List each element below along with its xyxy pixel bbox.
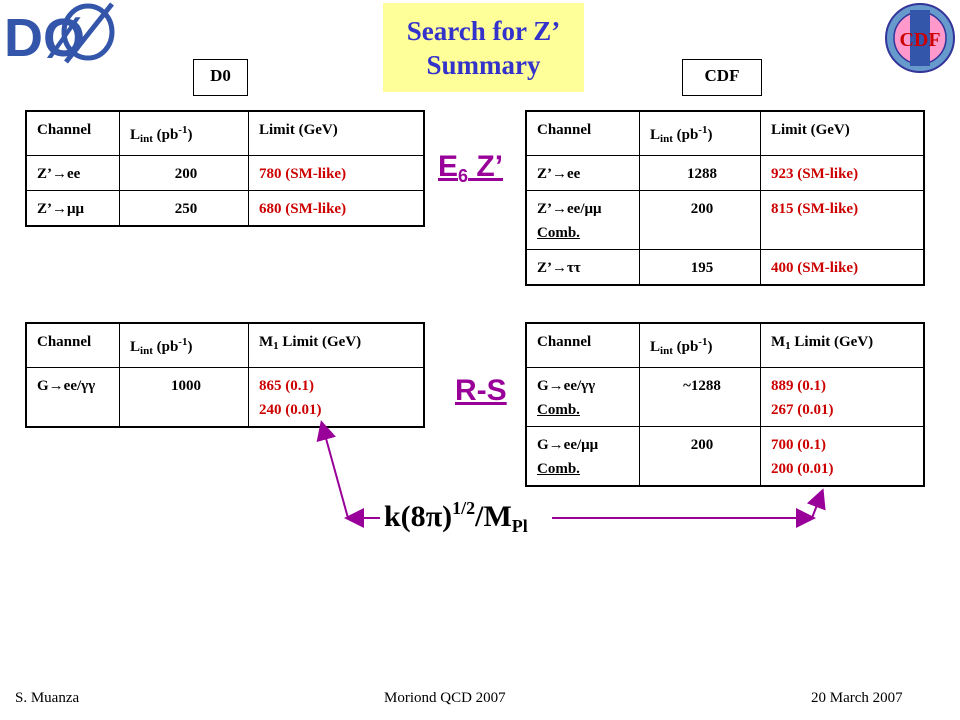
channel-cell: Z’→ττ — [525, 249, 640, 286]
header-channel: Channel — [525, 322, 640, 368]
header-lint: Lint (pb-1) — [639, 322, 761, 368]
table-header-row: Channel Lint (pb-1) M1 Limit (GeV) — [525, 322, 925, 368]
limit-cell: 700 (0.1)200 (0.01) — [760, 426, 925, 487]
header-lint: Lint (pb-1) — [119, 322, 249, 368]
arrow-to-d0-table — [316, 420, 349, 519]
channel-cell: G→ee/γγ — [25, 367, 120, 428]
table-row: Z’→ee 1288 923 (SM-like) — [525, 155, 925, 191]
limit-cell: 400 (SM-like) — [760, 249, 925, 286]
footer-author: S. Muanza — [15, 690, 80, 706]
limit-cell: 865 (0.1)240 (0.01) — [248, 367, 425, 428]
channel-cell: Z’→ee — [525, 155, 640, 191]
coupling-formula: k(8π)1/2/MPl — [384, 498, 528, 536]
limit-cell: 889 (0.1)267 (0.01) — [760, 367, 925, 427]
cdf-rs-table: Channel Lint (pb-1) M1 Limit (GeV) G→ee/… — [525, 322, 925, 487]
comb-label: Comb. — [537, 461, 580, 477]
footer-date: 20 March 2007 — [811, 690, 903, 706]
table-row: Z’→ττ 195 400 (SM-like) — [525, 249, 925, 286]
table-header-row: Channel Lint (pb-1) Limit (GeV) — [525, 110, 925, 156]
lumi-cell: 1000 — [119, 367, 249, 428]
table-row: Z’→ee 200 780 (SM-like) — [25, 155, 425, 191]
header-channel: Channel — [25, 322, 120, 368]
rs-label: R-S — [455, 374, 507, 407]
cdf-tag: CDF — [682, 59, 762, 96]
channel-cell: Z’→μμ — [25, 190, 120, 227]
header-m1-limit: M1 Limit (GeV) — [760, 322, 925, 368]
comb-label: Comb. — [537, 225, 580, 241]
d0-zprime-table: Channel Lint (pb-1) Limit (GeV) Z’→ee 20… — [25, 110, 425, 227]
lumi-cell: 1288 — [639, 155, 761, 191]
channel-cell: Z’→ee — [25, 155, 120, 191]
title-line-2: Summary — [426, 50, 541, 80]
header-limit: Limit (GeV) — [760, 110, 925, 156]
d0-rs-table: Channel Lint (pb-1) M1 Limit (GeV) G→ee/… — [25, 322, 425, 428]
cdf-zprime-table: Channel Lint (pb-1) Limit (GeV) Z’→ee 12… — [525, 110, 925, 286]
header-channel: Channel — [525, 110, 640, 156]
slide-title: Search for Z’ Summary — [383, 3, 584, 92]
limit-cell: 680 (SM-like) — [248, 190, 425, 227]
title-line-1: Search for Z’ — [406, 16, 561, 46]
header-channel: Channel — [25, 110, 120, 156]
lumi-cell: 195 — [639, 249, 761, 286]
limit-cell: 815 (SM-like) — [760, 190, 925, 250]
header-m1-limit: M1 Limit (GeV) — [248, 322, 425, 368]
lumi-cell: ~1288 — [639, 367, 761, 427]
e6-zprime-label: E6 Z’ — [438, 150, 504, 186]
table-row: Z’→μμ 250 680 (SM-like) — [25, 190, 425, 227]
lumi-cell: 250 — [119, 190, 249, 227]
lumi-cell: 200 — [639, 190, 761, 250]
table-header-row: Channel Lint (pb-1) M1 Limit (GeV) — [25, 322, 425, 368]
d0-logo: DØ — [0, 0, 122, 70]
limit-cell: 923 (SM-like) — [760, 155, 925, 191]
header-lint: Lint (pb-1) — [639, 110, 761, 156]
cdf-logo: CDF — [884, 2, 956, 74]
d0-tag: D0 — [193, 59, 248, 96]
lumi-cell: 200 — [119, 155, 249, 191]
comb-label: Comb. — [537, 402, 580, 418]
limit-cell: 780 (SM-like) — [248, 155, 425, 191]
footer-conference: Moriond QCD 2007 — [384, 690, 506, 706]
cdf-logo-letters: CDF — [899, 29, 940, 51]
arrow-to-cdf-table — [806, 488, 826, 519]
table-row: G→ee/γγ 1000 865 (0.1)240 (0.01) — [25, 367, 425, 428]
lumi-cell: 200 — [639, 426, 761, 487]
